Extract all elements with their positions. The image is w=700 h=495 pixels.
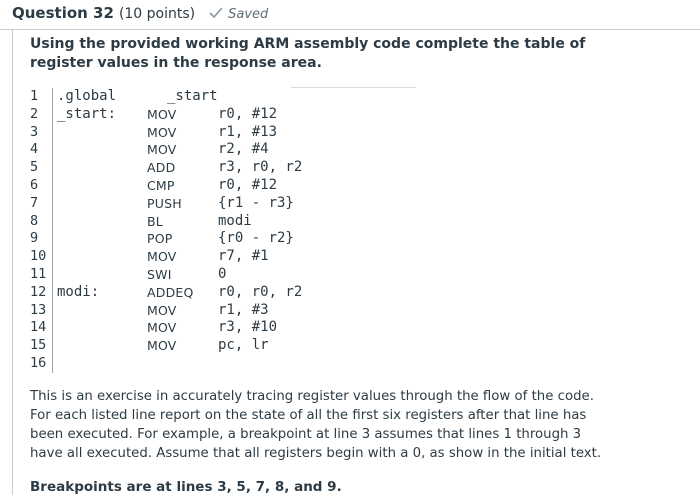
code-opcode: CMP [147,177,175,193]
code-label: .global [57,88,117,104]
header-divider [0,29,700,30]
code-opcode: POP [147,231,173,247]
code-operands: r3, r0, r2 [218,159,303,176]
code-operands: pc, lr [218,337,269,354]
line-number: 7 [30,194,39,211]
question-prompt: Using the provided working ARM assembly … [30,36,586,71]
line-number: 10 [30,248,47,265]
question-panel: Using the provided working ARM assembly … [12,30,700,495]
code-opcode: SWI [147,266,172,282]
gutter-divider [52,212,53,231]
gutter-divider [52,159,53,177]
gutter-divider [52,194,53,213]
code-operands: r0, #12 [218,105,278,122]
line-number: 16 [30,354,47,371]
code-operands: r1, #13 [218,123,278,140]
code-opcode: MOV [147,142,177,158]
line-number: 13 [30,301,47,318]
code-operands: r0, r0, r2 [218,283,303,300]
gutter-divider [52,141,53,160]
code-operands: 0 [218,265,227,282]
code-opcode: MOV [147,320,177,336]
gutter-divider [52,230,53,249]
question-points: (10 points) [118,6,196,22]
code-opcode: MOV [147,338,177,354]
line-number: 15 [30,337,47,354]
check-icon [209,7,223,18]
code-label: modi: [57,283,100,300]
exercise-description: This is an exercise in accurately tracin… [30,389,602,461]
gutter-divider [52,301,53,320]
code-opcode: ADD [147,160,176,176]
line-number: 8 [30,212,39,229]
question-header: Question 32 (10 points) Saved [12,4,268,26]
code-opcode: ADDEQ [147,284,194,300]
gutter-divider [52,248,53,266]
code-opcode: PUSH [147,195,182,211]
code-opcode: MOV [147,302,177,318]
code-operands: modi [218,212,252,229]
code-opcode: MOV [147,124,177,140]
gutter-divider [52,319,53,338]
code-symbol: _start [167,88,218,104]
code-operands: {r0 - r2} [218,230,294,247]
line-number: 2 [30,105,39,122]
code-divider [291,87,416,88]
saved-label: Saved [228,7,269,22]
gutter-divider [52,283,53,302]
code-operands: r2, #4 [218,141,269,158]
line-number: 5 [30,159,39,176]
line-number: 11 [30,265,47,282]
line-number: 12 [30,283,47,300]
gutter-divider [52,88,53,106]
code-opcode: MOV [147,106,177,122]
gutter-divider [52,337,53,355]
gutter-divider [52,123,53,142]
code-operands: r1, #3 [218,301,269,318]
gutter-divider [52,176,53,195]
gutter-divider [52,265,53,284]
line-number: 1 [30,88,39,104]
gutter-divider [52,105,53,124]
code-opcode: MOV [147,249,177,265]
code-operands: r0, #12 [218,176,278,193]
line-number: 9 [30,230,39,247]
line-number: 6 [30,176,39,193]
breakpoints-note: Breakpoints are at lines 3, 5, 7, 8, and… [30,479,342,495]
code-label: _start: [57,105,117,122]
line-number: 14 [30,319,47,336]
code-operands: r7, #1 [218,248,269,265]
gutter-divider [52,354,53,373]
saved-status: Saved [209,6,268,22]
line-number: 3 [30,123,39,140]
question-title: Question 32 [12,4,114,22]
code-operands: {r1 - r3} [218,194,294,211]
code-operands: r3, #10 [218,319,278,336]
line-number: 4 [30,141,39,158]
code-opcode: BL [147,213,163,229]
